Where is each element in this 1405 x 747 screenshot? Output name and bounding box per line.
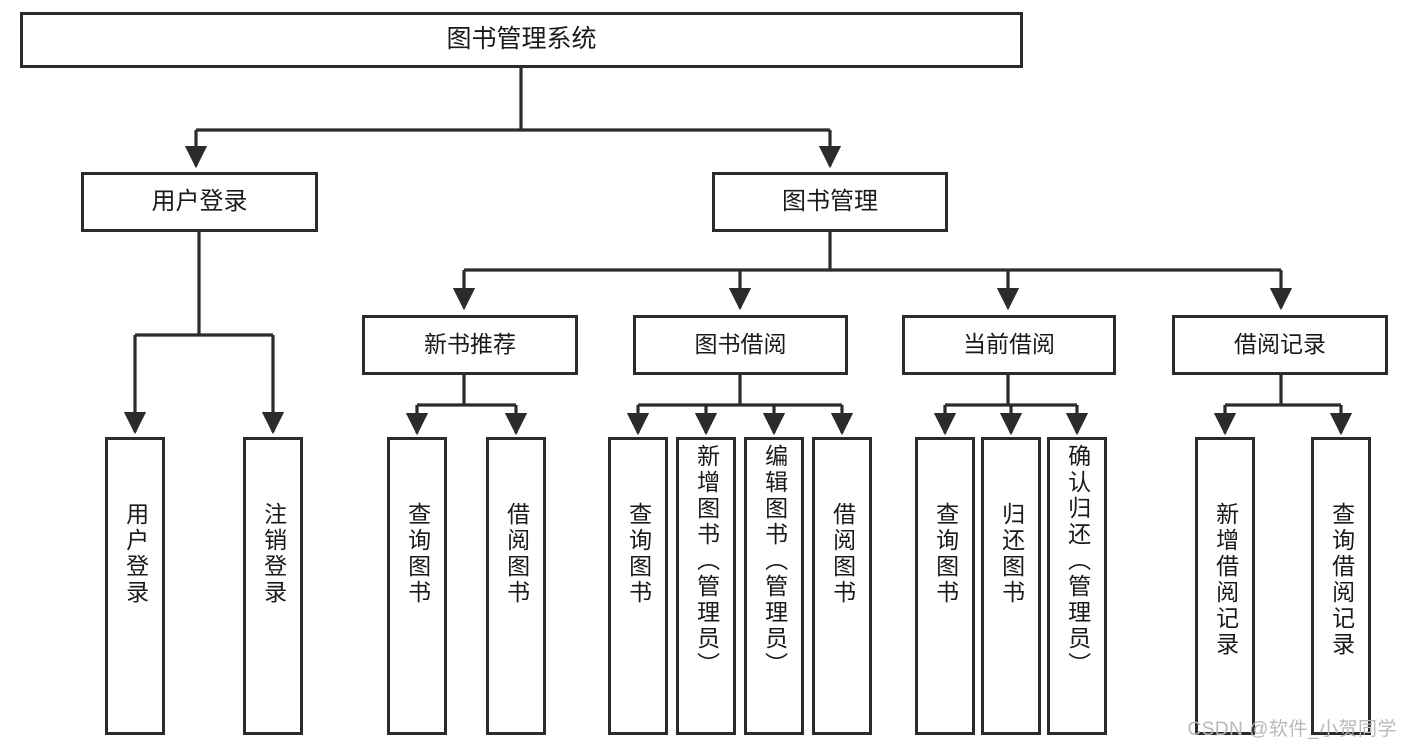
node-leaf-query-record[interactable]: 查询借阅记录 [1311,437,1371,735]
node-borrow-record[interactable]: 借阅记录 [1172,315,1388,375]
node-leaf-query-book-2-label: 查询图书 [625,502,652,606]
node-leaf-edit-book[interactable]: 编辑图书（管理员） [744,437,804,735]
node-leaf-borrow-book-1-label: 借阅图书 [503,502,530,606]
node-leaf-add-book[interactable]: 新增图书（管理员） [676,437,736,735]
node-leaf-borrow-book-2[interactable]: 借阅图书 [812,437,872,735]
node-new-book-recommend-label: 新书推荐 [424,331,516,358]
node-leaf-confirm-return-label: 确认归还（管理员） [1064,444,1091,678]
node-user-login-label: 用户登录 [151,187,248,215]
node-leaf-borrow-book-2-label: 借阅图书 [829,502,856,606]
node-leaf-return-book[interactable]: 归还图书 [981,437,1041,735]
node-leaf-user-login-label: 用户登录 [122,502,149,606]
node-book-borrow[interactable]: 图书借阅 [633,315,848,375]
node-root-label: 图书管理系统 [446,25,597,54]
node-leaf-logout[interactable]: 注销登录 [243,437,303,735]
node-new-book-recommend[interactable]: 新书推荐 [362,315,578,375]
node-borrow-record-label: 借阅记录 [1234,331,1326,358]
node-current-borrow-label: 当前借阅 [963,331,1055,358]
node-leaf-add-record[interactable]: 新增借阅记录 [1195,437,1255,735]
node-leaf-logout-label: 注销登录 [260,502,287,606]
node-leaf-query-record-label: 查询借阅记录 [1328,502,1355,658]
node-user-login[interactable]: 用户登录 [81,172,318,232]
node-leaf-edit-book-label: 编辑图书（管理员） [761,444,788,678]
node-leaf-query-book-3[interactable]: 查询图书 [915,437,975,735]
node-leaf-user-login[interactable]: 用户登录 [105,437,165,735]
node-leaf-borrow-book-1[interactable]: 借阅图书 [486,437,546,735]
node-root[interactable]: 图书管理系统 [20,12,1023,68]
node-book-borrow-label: 图书借阅 [694,331,787,358]
node-leaf-add-record-label: 新增借阅记录 [1212,502,1239,658]
node-leaf-confirm-return[interactable]: 确认归还（管理员） [1047,437,1107,735]
node-leaf-query-book-1-label: 查询图书 [404,502,431,606]
node-book-manage-label: 图书管理 [782,187,878,215]
watermark: CSDN @软件_小贺同学 [1187,719,1397,740]
node-leaf-query-book-2[interactable]: 查询图书 [608,437,668,735]
node-leaf-query-book-3-label: 查询图书 [932,502,959,606]
node-book-manage[interactable]: 图书管理 [712,172,948,232]
node-leaf-return-book-label: 归还图书 [998,502,1025,606]
node-leaf-query-book-1[interactable]: 查询图书 [387,437,447,735]
node-current-borrow[interactable]: 当前借阅 [902,315,1116,375]
node-leaf-add-book-label: 新增图书（管理员） [693,444,720,678]
